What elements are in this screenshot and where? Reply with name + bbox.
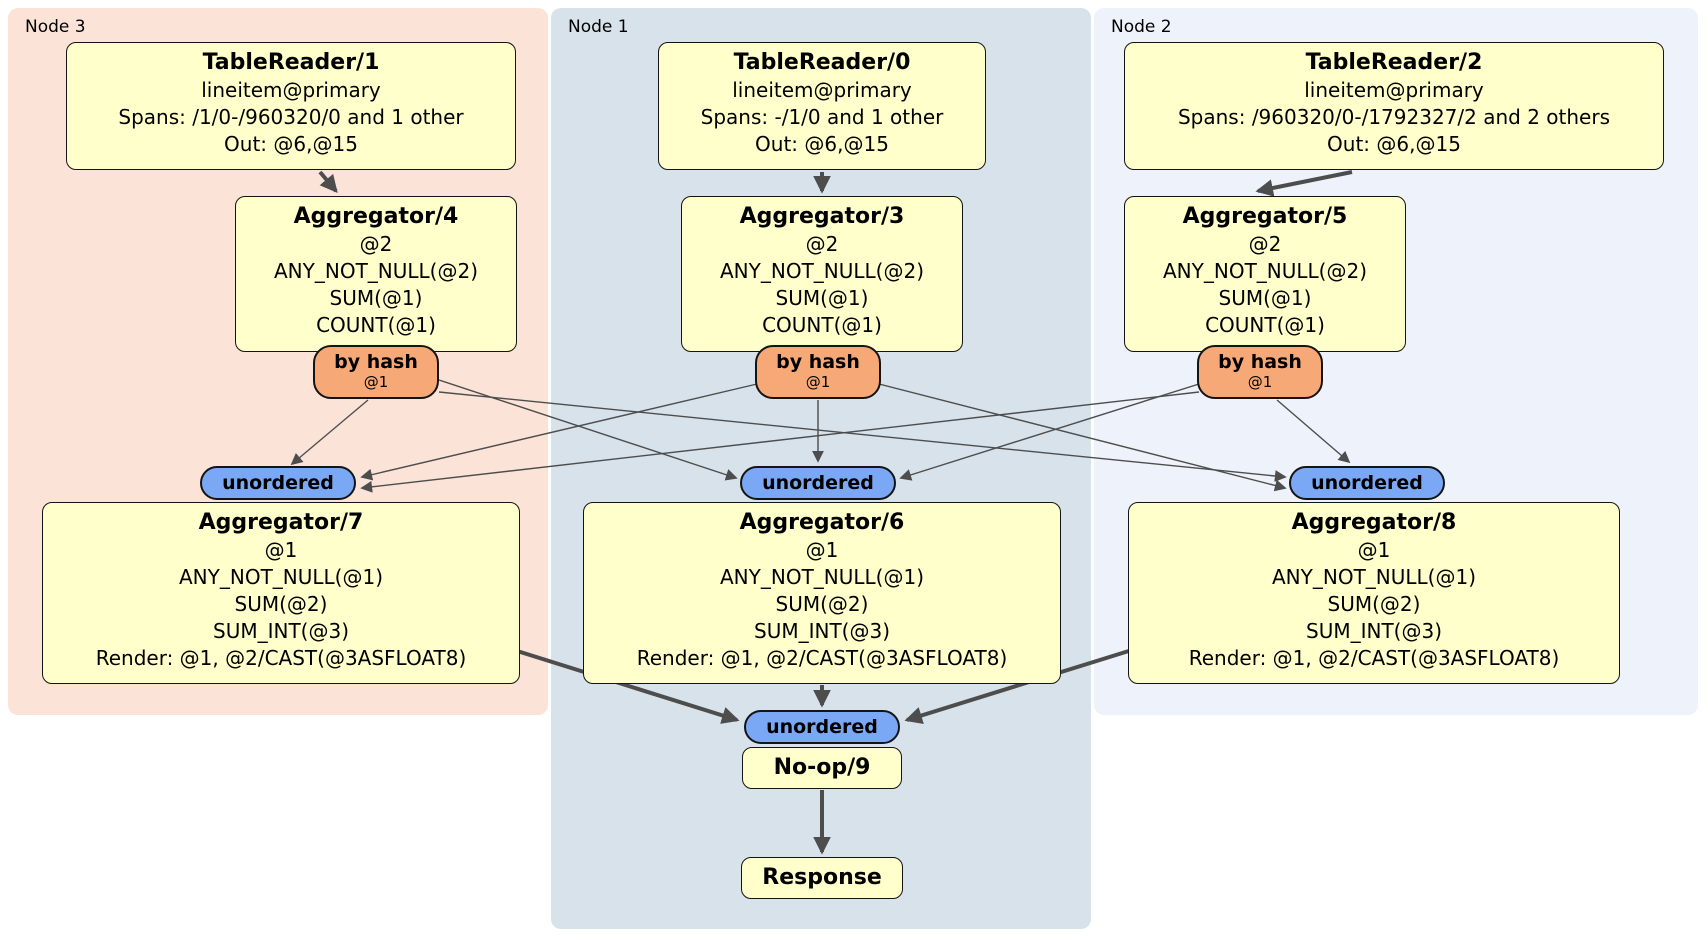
edge-router4-to-sync6 (438, 379, 738, 481)
processor-title: TableReader/2 (1305, 50, 1483, 75)
processor-title: Aggregator/5 (1182, 204, 1348, 229)
processor-detail: SUM_INT(@3) (1306, 619, 1442, 643)
processor-title: Response (762, 865, 882, 890)
processor-title: Aggregator/7 (198, 510, 364, 535)
processor-title: Aggregator/3 (739, 204, 905, 229)
processor-detail: SUM(@1) (1218, 286, 1312, 310)
processor-aggregator-4: Aggregator/4 @2 ANY_NOT_NULL(@2) SUM(@1)… (235, 196, 517, 352)
sync-unordered-middle: unordered (740, 466, 896, 500)
edge-router3-to-sync7 (360, 383, 758, 481)
sync-label: unordered (762, 472, 874, 494)
processor-detail: @2 (805, 232, 839, 256)
edge-router5-to-sync8 (1276, 399, 1351, 464)
processor-detail: @1 (805, 538, 839, 562)
router-label: by hash (1218, 351, 1302, 373)
processor-title: Aggregator/6 (739, 510, 905, 535)
processor-aggregator-5: Aggregator/5 @2 ANY_NOT_NULL(@2) SUM(@1)… (1124, 196, 1406, 352)
processor-tablereader-0: TableReader/0 lineitem@primary Spans: -/… (658, 42, 986, 170)
sync-unordered-final: unordered (744, 710, 900, 744)
processor-tablereader-1: TableReader/1 lineitem@primary Spans: /1… (66, 42, 516, 170)
processor-aggregator-3: Aggregator/3 @2 ANY_NOT_NULL(@2) SUM(@1)… (681, 196, 963, 352)
processor-detail: ANY_NOT_NULL(@1) (720, 565, 924, 589)
processor-detail: COUNT(@1) (316, 313, 436, 337)
router-label: by hash (776, 351, 860, 373)
router-label: by hash (334, 351, 418, 373)
processor-detail: SUM_INT(@3) (213, 619, 349, 643)
processor-noop-9: No-op/9 (742, 747, 902, 789)
router-columns: @1 (363, 373, 389, 391)
processor-detail: COUNT(@1) (1205, 313, 1325, 337)
edge-aggregator7-to-final-sync (513, 648, 740, 724)
router-by-hash-4: by hash @1 (313, 345, 439, 399)
processor-detail: @1 (1357, 538, 1391, 562)
processor-detail: Render: @1, @2/CAST(@3ASFLOAT8) (1188, 646, 1560, 670)
node-panel-1-label: Node 1 (568, 17, 629, 37)
router-by-hash-5: by hash @1 (1197, 345, 1323, 399)
processor-detail: @1 (264, 538, 298, 562)
processor-detail: SUM(@2) (775, 592, 869, 616)
processor-detail: ANY_NOT_NULL(@2) (1163, 259, 1367, 283)
edge-tablereader1-to-aggregator4 (318, 170, 338, 194)
processor-detail: COUNT(@1) (762, 313, 882, 337)
processor-detail: lineitem@primary (201, 78, 381, 102)
sync-label: unordered (1311, 472, 1423, 494)
processor-detail: ANY_NOT_NULL(@1) (179, 565, 383, 589)
processor-detail: SUM_INT(@3) (754, 619, 890, 643)
processor-detail: ANY_NOT_NULL(@1) (1272, 565, 1476, 589)
processor-detail: @2 (1248, 232, 1282, 256)
processor-detail: Out: @6,@15 (224, 132, 358, 156)
processor-detail: Out: @6,@15 (755, 132, 889, 156)
processor-aggregator-6: Aggregator/6 @1 ANY_NOT_NULL(@1) SUM(@2)… (583, 502, 1061, 684)
processor-detail: @2 (359, 232, 393, 256)
edge-router3-to-sync8 (878, 383, 1287, 492)
processor-title: TableReader/0 (733, 50, 911, 75)
processor-detail: SUM(@1) (329, 286, 423, 310)
processor-detail: Spans: /960320/0-/1792327/2 and 2 others (1177, 105, 1610, 129)
edge-aggregator8-to-final-sync (904, 648, 1133, 724)
router-columns: @1 (1247, 373, 1273, 391)
sync-label: unordered (766, 716, 878, 738)
sync-unordered-left: unordered (200, 466, 356, 500)
processor-detail: lineitem@primary (1304, 78, 1484, 102)
edge-router4-to-sync7 (290, 399, 369, 466)
edge-router5-to-sync7 (360, 391, 1200, 493)
processor-detail: Out: @6,@15 (1327, 132, 1461, 156)
processor-detail: Render: @1, @2/CAST(@3ASFLOAT8) (636, 646, 1008, 670)
processor-title: TableReader/1 (202, 50, 380, 75)
processor-aggregator-7: Aggregator/7 @1 ANY_NOT_NULL(@1) SUM(@2)… (42, 502, 520, 684)
edge-router5-to-sync6 (899, 383, 1200, 481)
processor-detail: SUM(@1) (775, 286, 869, 310)
processor-title: No-op/9 (773, 755, 871, 780)
processor-detail: ANY_NOT_NULL(@2) (274, 259, 478, 283)
processor-detail: Spans: /1/0-/960320/0 and 1 other (118, 105, 464, 129)
node-panel-2-label: Node 2 (1111, 17, 1172, 37)
processor-detail: SUM(@2) (1327, 592, 1421, 616)
processor-detail: Render: @1, @2/CAST(@3ASFLOAT8) (95, 646, 467, 670)
processor-detail: lineitem@primary (732, 78, 912, 102)
sync-unordered-right: unordered (1289, 466, 1445, 500)
processor-title: Aggregator/4 (293, 204, 459, 229)
sync-label: unordered (222, 472, 334, 494)
node-panel-3-label: Node 3 (25, 17, 86, 37)
processor-detail: SUM(@2) (234, 592, 328, 616)
router-columns: @1 (805, 373, 831, 391)
router-by-hash-3: by hash @1 (755, 345, 881, 399)
edge-router4-to-sync8 (438, 391, 1287, 482)
processor-detail: Spans: -/1/0 and 1 other (700, 105, 944, 129)
response-box: Response (741, 857, 903, 899)
edge-tablereader2-to-aggregator5 (1255, 170, 1353, 197)
processor-aggregator-8: Aggregator/8 @1 ANY_NOT_NULL(@1) SUM(@2)… (1128, 502, 1620, 684)
processor-title: Aggregator/8 (1291, 510, 1457, 535)
processor-detail: ANY_NOT_NULL(@2) (720, 259, 924, 283)
processor-tablereader-2: TableReader/2 lineitem@primary Spans: /9… (1124, 42, 1664, 170)
